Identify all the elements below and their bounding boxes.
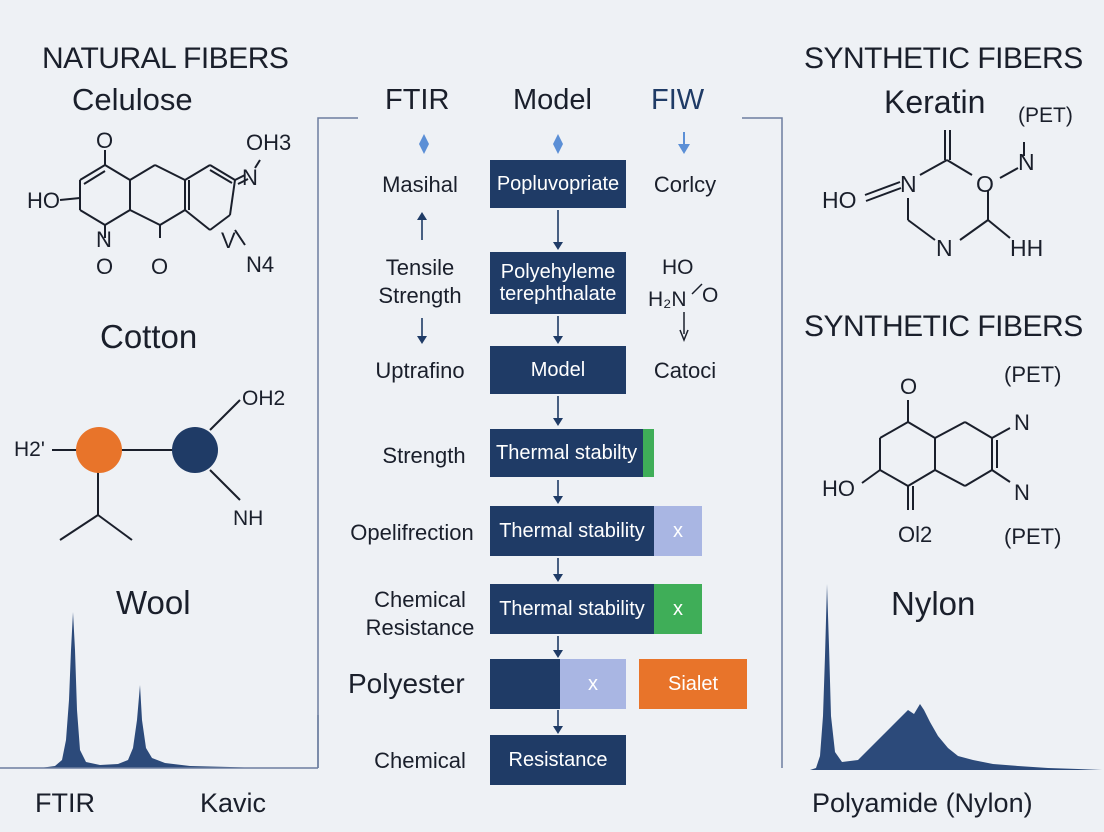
row-label-polyester: Polyester (348, 668, 465, 699)
atom-label: N (1014, 410, 1030, 435)
atom-label: N (242, 165, 258, 190)
atom-label: HO (27, 188, 60, 213)
cotton-molecule: H2' OH2 NH (14, 387, 285, 541)
green-tab (643, 429, 654, 477)
flow-box: Resistance (490, 735, 626, 785)
column-header-ftir: FTIR (385, 84, 450, 116)
polyamide-footer: Polyamide (Nylon) (812, 788, 1033, 818)
lavender-chip: x (560, 659, 626, 709)
flow-arrows (417, 210, 563, 734)
diamond-arrow-icon (419, 134, 429, 154)
amine-fragment: HO H₂N O (648, 256, 718, 343)
left-ftir-spectrum (0, 612, 319, 769)
green-chip: x (654, 584, 702, 634)
atom-label: V (221, 228, 236, 253)
atom-label: N (1014, 480, 1030, 505)
atom-label: N (96, 227, 112, 252)
atom-label: O (96, 254, 113, 279)
atom-label: O (976, 171, 994, 197)
row-label: Chemical (374, 748, 466, 773)
cellulose-label: Celulose (72, 82, 193, 117)
cotton-label: Cotton (100, 318, 198, 355)
cellulose-molecule: O OH3 HO N O O N V N4 (27, 128, 291, 279)
synthetic-fibers-heading: SYNTHETIC FIBERS (804, 42, 1083, 75)
nylon-label: Nylon (891, 585, 976, 622)
orange-atom (76, 427, 122, 473)
column-header-model: Model (513, 84, 592, 116)
atom-label: HH (1010, 235, 1043, 261)
flow-box: Thermal stability (490, 506, 654, 556)
atom-label: N (1018, 149, 1035, 175)
atom-label: O (900, 374, 917, 399)
row-label: Tensile Strength (378, 255, 462, 308)
diamond-arrow-icon (553, 134, 563, 154)
column-header-fiw: FIW (651, 84, 705, 116)
flow-box: Polyehyleme terephthalate (490, 252, 626, 314)
keratin-molecule: HO N O N N HH (822, 130, 1043, 261)
down-arrow-icon (678, 144, 690, 154)
row-right-label: Corlcy (653, 172, 717, 197)
atom-label: Ol2 (898, 522, 932, 547)
left-footer-ftir: FTIR (35, 788, 95, 818)
row-label: Opelifrection (350, 520, 474, 545)
atom-label: OH2 (242, 387, 285, 410)
row-label: Masihal (382, 172, 458, 197)
flow-box: Thermal stabilty (490, 429, 643, 477)
pet-label: (PET) (1004, 524, 1062, 549)
flow-box: Model (490, 346, 626, 394)
atom-label: HO (822, 187, 857, 213)
atom-label: HO (662, 256, 694, 279)
atom-label: HO (822, 476, 855, 501)
atom-label: O (151, 254, 168, 279)
atom-label: N4 (246, 252, 274, 277)
atom-label: O (702, 284, 718, 307)
center-frame (317, 117, 783, 768)
atom-label: N (936, 235, 953, 261)
row-label: Chemical Resistance (365, 587, 475, 640)
lavender-chip: x (654, 506, 702, 556)
atom-label: NH (233, 507, 263, 530)
orange-box: Sialet (639, 659, 747, 709)
row-right-label: Catoci (653, 358, 717, 383)
keratin-label: Keratin (884, 84, 986, 120)
left-footer-kavic: Kavic (200, 788, 267, 818)
navy-atom (172, 427, 218, 473)
flow-box (490, 659, 560, 709)
header-arrows (419, 132, 690, 154)
row-label: Strength (382, 443, 466, 468)
atom-label: OH3 (246, 130, 291, 155)
pet-label: (PET) (1004, 362, 1062, 387)
wool-label: Wool (116, 584, 191, 621)
atom-label: H₂N (648, 288, 686, 311)
atom-label: O (96, 128, 113, 153)
atom-label: N (900, 171, 917, 197)
atom-label: H2' (14, 438, 45, 461)
pet-molecule: O N N HO Ol2 (822, 374, 1030, 547)
flow-box: Popluvopriate (490, 160, 626, 208)
synthetic-fibers-heading-2: SYNTHETIC FIBERS (804, 310, 1083, 343)
pet-label: (PET) (1018, 104, 1073, 127)
natural-fibers-heading: NATURAL FIBERS (42, 42, 289, 75)
row-label: Uptrafino (375, 358, 465, 383)
flow-box: Thermal stability (490, 584, 654, 634)
right-ftir-spectrum (810, 584, 1102, 770)
